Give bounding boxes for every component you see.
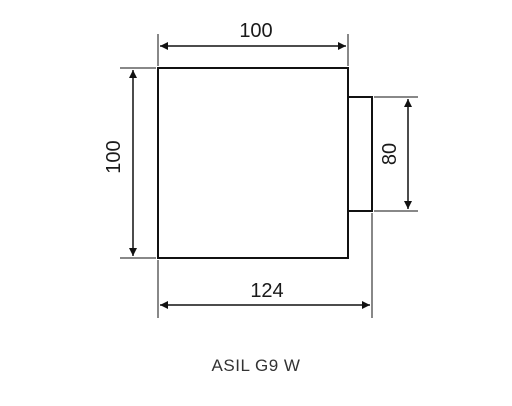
bottom-width-label: 124 [250,280,283,302]
extension-lines [120,34,418,318]
top-width-label: 100 [239,20,272,42]
right-height-label: 80 [379,143,401,165]
product-caption: ASIL G9 W [211,356,301,375]
mounting-base-outline [347,96,373,212]
lamp-body-outline [157,67,349,259]
left-height-label: 100 [103,140,125,173]
